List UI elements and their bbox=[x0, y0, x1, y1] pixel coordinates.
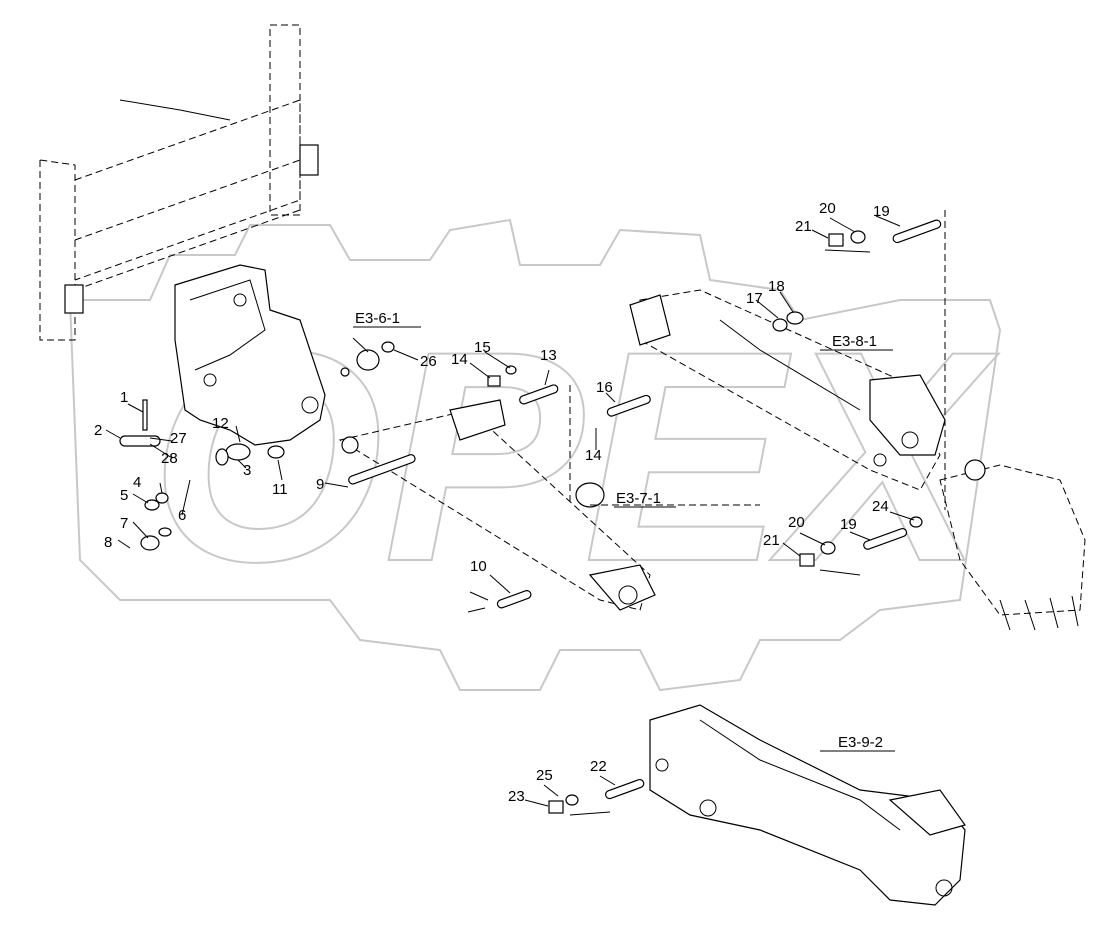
callout-8: 8 bbox=[104, 534, 112, 551]
bucket bbox=[939, 459, 1086, 631]
ref-label-e3-9-2: E3-9-2 bbox=[838, 734, 883, 751]
callout-6: 6 bbox=[178, 507, 186, 524]
ref-label-e3-8-1: E3-8-1 bbox=[832, 333, 877, 350]
callout-9: 9 bbox=[316, 476, 324, 493]
lower-boom bbox=[649, 704, 966, 906]
callout-26: 26 bbox=[420, 353, 437, 370]
callout-1: 1 bbox=[120, 389, 128, 406]
callout-numbers: 1 2 3 4 5 6 7 8 9 10 11 12 13 14 14 15 1… bbox=[94, 200, 890, 805]
callout-20-bottom: 20 bbox=[788, 514, 805, 531]
callout-20-top: 20 bbox=[819, 200, 836, 217]
callout-19-top: 19 bbox=[873, 203, 890, 220]
callout-10: 10 bbox=[470, 558, 487, 575]
callout-21-top: 21 bbox=[795, 218, 812, 235]
callout-14-bottom: 14 bbox=[585, 447, 602, 464]
callout-16: 16 bbox=[596, 379, 613, 396]
callout-5: 5 bbox=[120, 487, 128, 504]
guide-lines bbox=[569, 210, 946, 816]
callout-18: 18 bbox=[768, 278, 785, 295]
swing-bracket bbox=[174, 264, 326, 446]
leader-lines bbox=[105, 215, 915, 807]
callout-15: 15 bbox=[474, 339, 491, 356]
reference-labels: E3-6-1 E3-7-1 E3-8-1 E3-9-2 bbox=[353, 310, 895, 752]
callout-4: 4 bbox=[133, 474, 141, 491]
callout-25: 25 bbox=[536, 767, 553, 784]
callout-17: 17 bbox=[746, 290, 763, 307]
machine-frame bbox=[39, 24, 319, 341]
callout-11: 11 bbox=[272, 481, 288, 498]
callout-13: 13 bbox=[540, 347, 557, 364]
ref-label-e3-6-1: E3-6-1 bbox=[355, 310, 400, 327]
callout-21-bottom: 21 bbox=[763, 532, 780, 549]
callout-2: 2 bbox=[94, 422, 102, 439]
callout-14-top: 14 bbox=[451, 351, 468, 368]
callout-27: 27 bbox=[170, 430, 187, 447]
callout-19-bottom: 19 bbox=[840, 516, 857, 533]
pins-and-hardware bbox=[119, 219, 942, 814]
callout-24: 24 bbox=[872, 498, 889, 515]
callout-22: 22 bbox=[590, 758, 607, 775]
callout-28: 28 bbox=[161, 450, 178, 467]
ref-label-e3-7-1: E3-7-1 bbox=[616, 490, 661, 507]
boom-cylinder bbox=[338, 399, 656, 611]
arm bbox=[629, 289, 946, 491]
callout-23: 23 bbox=[508, 788, 525, 805]
callout-7: 7 bbox=[120, 515, 128, 532]
callout-12: 12 bbox=[212, 415, 229, 432]
callout-3: 3 bbox=[243, 462, 251, 479]
